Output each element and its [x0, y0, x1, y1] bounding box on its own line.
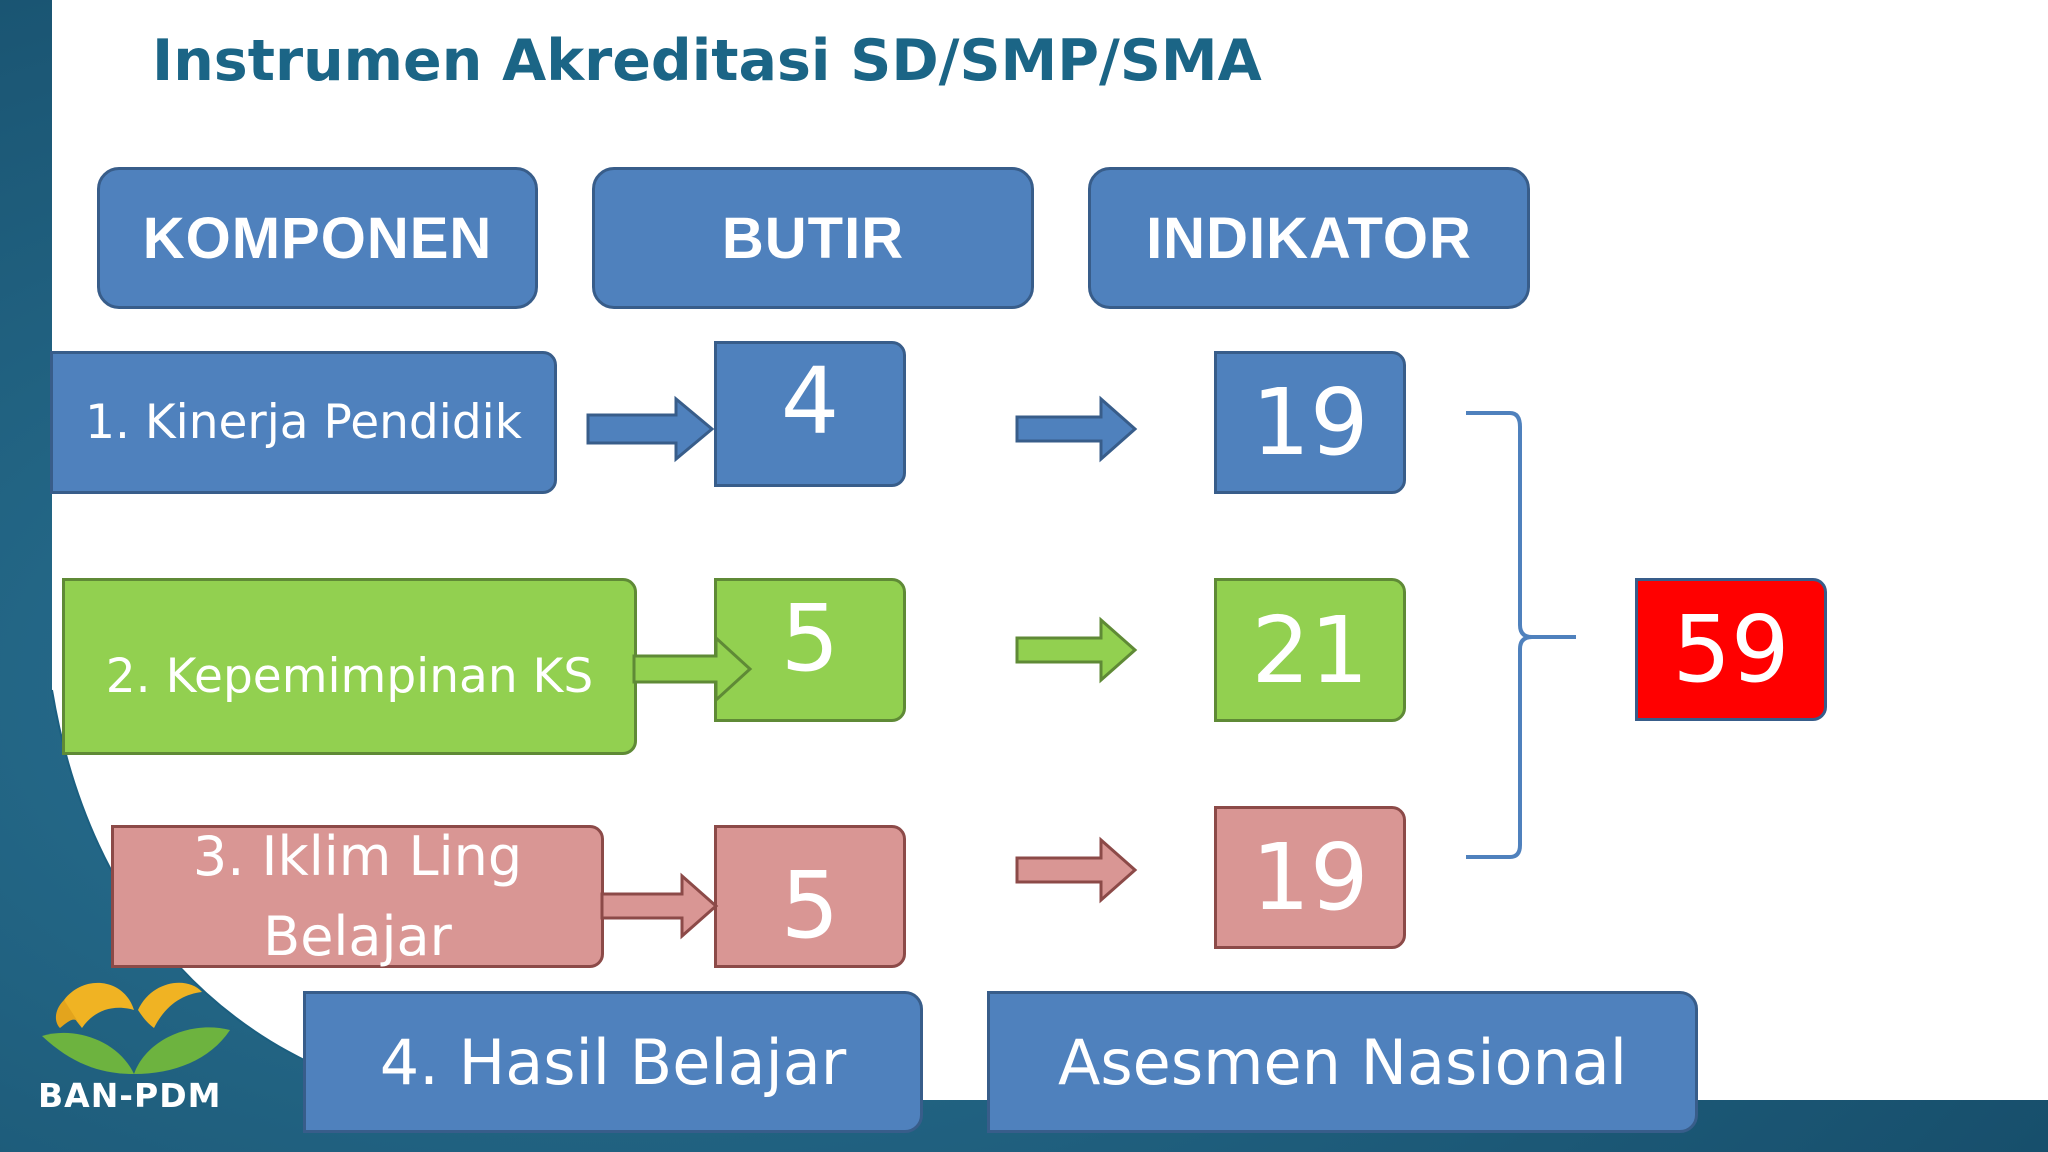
arrow-butir-to-indikator-1	[1015, 395, 1138, 463]
indikator-iklim-ling-belajar: 19	[1214, 806, 1406, 949]
total-indikator: 59	[1635, 578, 1827, 721]
asesmen-nasional-box: Asesmen Nasional	[987, 991, 1698, 1133]
header-indikator: INDIKATOR	[1088, 167, 1530, 309]
component-kinerja-pendidik: 1. Kinerja Pendidik	[50, 351, 557, 494]
arrow-butir-to-indikator-3	[1015, 836, 1138, 904]
arrow-butir-to-indikator-2	[1015, 616, 1138, 684]
arrow-komponen-to-butir-2	[632, 634, 753, 704]
ban-pdm-logo	[42, 982, 230, 1074]
slide-title: Instrumen Akreditasi SD/SMP/SMA	[152, 28, 1262, 94]
butir-iklim-ling-belajar: 5	[714, 825, 906, 968]
component-hasil-belajar: 4. Hasil Belajar	[303, 991, 923, 1133]
logo-text: BAN-PDM	[38, 1076, 222, 1115]
component-kepemimpinan-ks: 2. Kepemimpinan KS	[62, 578, 637, 755]
indikator-kepemimpinan-ks: 21	[1214, 578, 1406, 722]
header-komponen: KOMPONEN	[97, 167, 538, 309]
arrow-komponen-to-butir-3	[600, 872, 719, 940]
arrow-komponen-to-butir-1	[586, 395, 715, 463]
butir-kinerja-pendidik: 4	[714, 341, 906, 487]
indikator-kinerja-pendidik: 19	[1214, 351, 1406, 494]
right-brace	[1466, 411, 1576, 859]
component-iklim-ling-belajar: 3. Iklim Ling Belajar	[111, 825, 604, 968]
header-butir: BUTIR	[592, 167, 1034, 309]
butir-kepemimpinan-ks: 5	[714, 578, 906, 722]
